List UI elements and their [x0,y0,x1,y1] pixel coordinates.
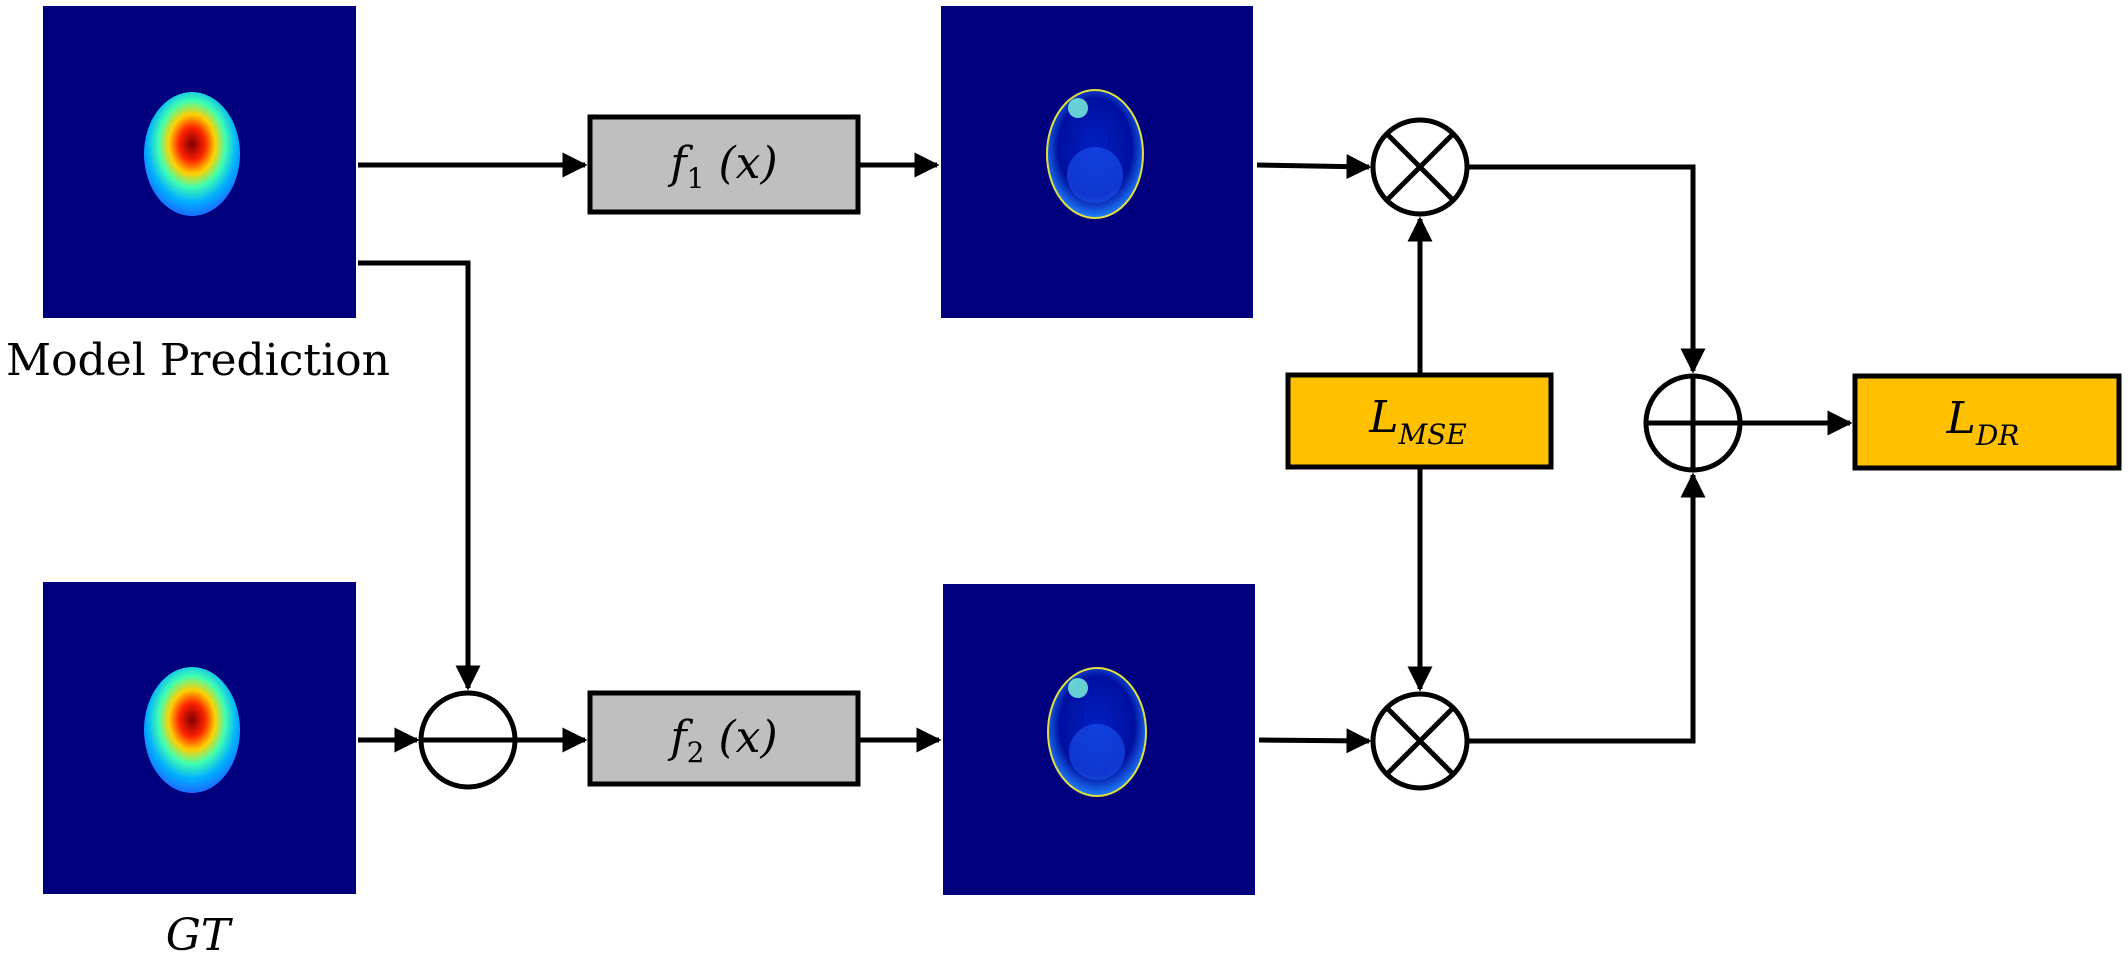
top-edge-inner [1067,147,1123,203]
f1-label: f1 (x) [667,138,777,195]
gt-label: GT [166,910,234,960]
ground-truth-image [43,582,356,894]
top-transformed-image [941,6,1253,318]
arrow-bottom-image-to-multiply [1258,728,1372,754]
multiply-top-cross-b [1385,132,1455,202]
ldr-label: LDR [1946,393,2020,452]
lmse-label: LMSE [1368,392,1467,451]
bottom-transformed-image [943,584,1255,895]
bottom-edge-inner [1069,724,1125,780]
f2-box: f2 (x) [587,690,861,787]
gt-heatmap-blob [144,667,240,793]
arrow-top-multiply-to-add [1467,164,1706,374]
f1-box: f1 (x) [587,114,861,215]
connectors [358,152,1853,754]
lmse-box: LMSE [1285,372,1554,470]
ldr-box-shape [1852,373,2122,471]
top-edge-highlight [1068,98,1088,118]
model-prediction-image [43,6,356,318]
multiply-operator-bottom [1370,691,1470,791]
ldr-box: LDR [1852,373,2122,471]
multiply-bottom-cross-b [1385,706,1455,776]
multiply-operator-top [1370,117,1470,217]
arrow-bottom-multiply-to-add [1467,472,1706,744]
model-prediction-label: Model Prediction [6,335,390,386]
prediction-heatmap-blob [144,92,240,216]
f2-box-shape [587,690,861,787]
f2-label: f2 (x) [667,712,777,769]
bottom-edge-highlight [1068,678,1088,698]
arrow-top-image-to-multiply [1256,154,1372,180]
add-operator [1643,373,1743,473]
arrow-prediction-to-subtract [358,260,481,691]
subtract-operator [418,690,518,790]
